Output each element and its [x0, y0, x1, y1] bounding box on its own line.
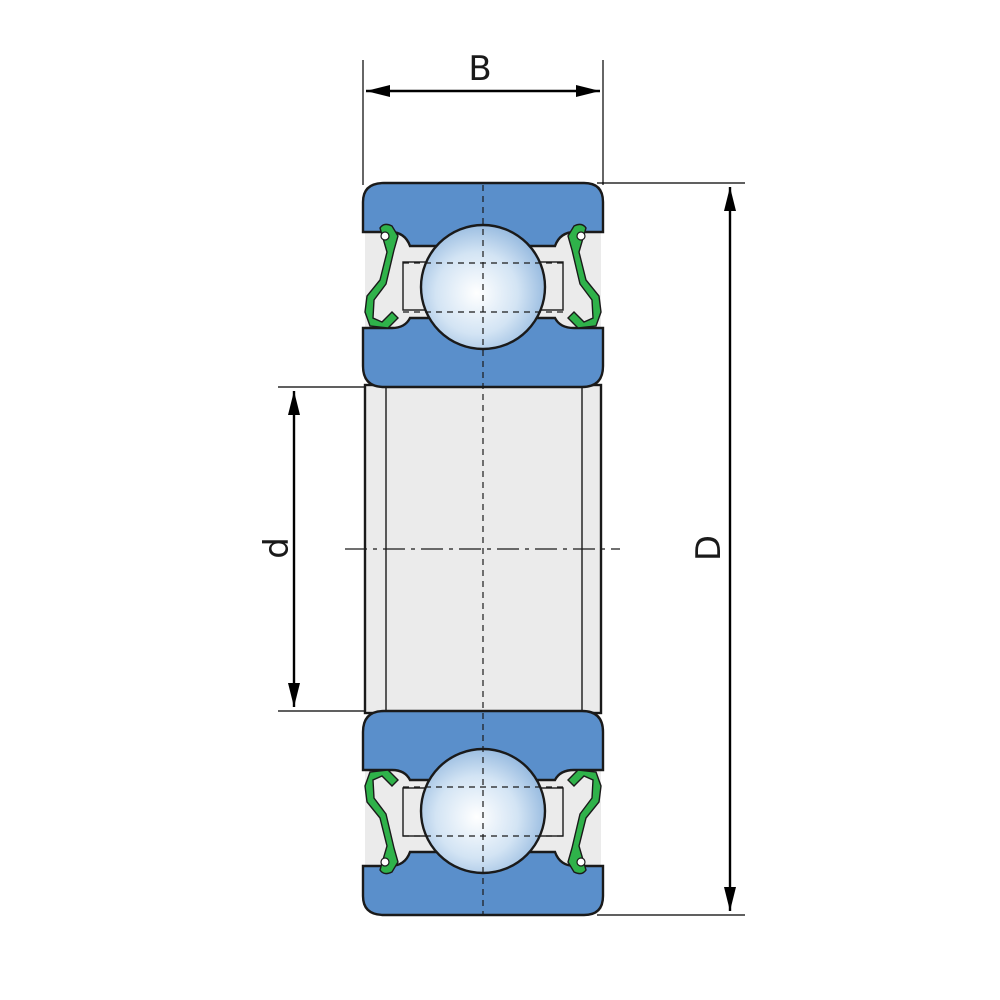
- bottom-bearing-section: [361, 709, 605, 917]
- center-lines: [345, 185, 620, 915]
- dimension-bore-diameter: d: [257, 386, 370, 712]
- inner-ring-bottom: [361, 709, 605, 782]
- outer-ring-top: [361, 181, 605, 248]
- seal-left-bottom: [364, 769, 399, 875]
- dimension-outer-diameter: D: [597, 182, 745, 916]
- dimension-width: B: [362, 49, 604, 185]
- seal-right-top: [567, 223, 602, 329]
- seal-left-top: [364, 223, 399, 329]
- ball-bottom: [419, 747, 547, 875]
- outer-diameter-label: D: [689, 535, 729, 561]
- width-label: B: [468, 49, 491, 89]
- bore-diameter-label: d: [257, 537, 297, 559]
- seal-right-bottom: [567, 769, 602, 875]
